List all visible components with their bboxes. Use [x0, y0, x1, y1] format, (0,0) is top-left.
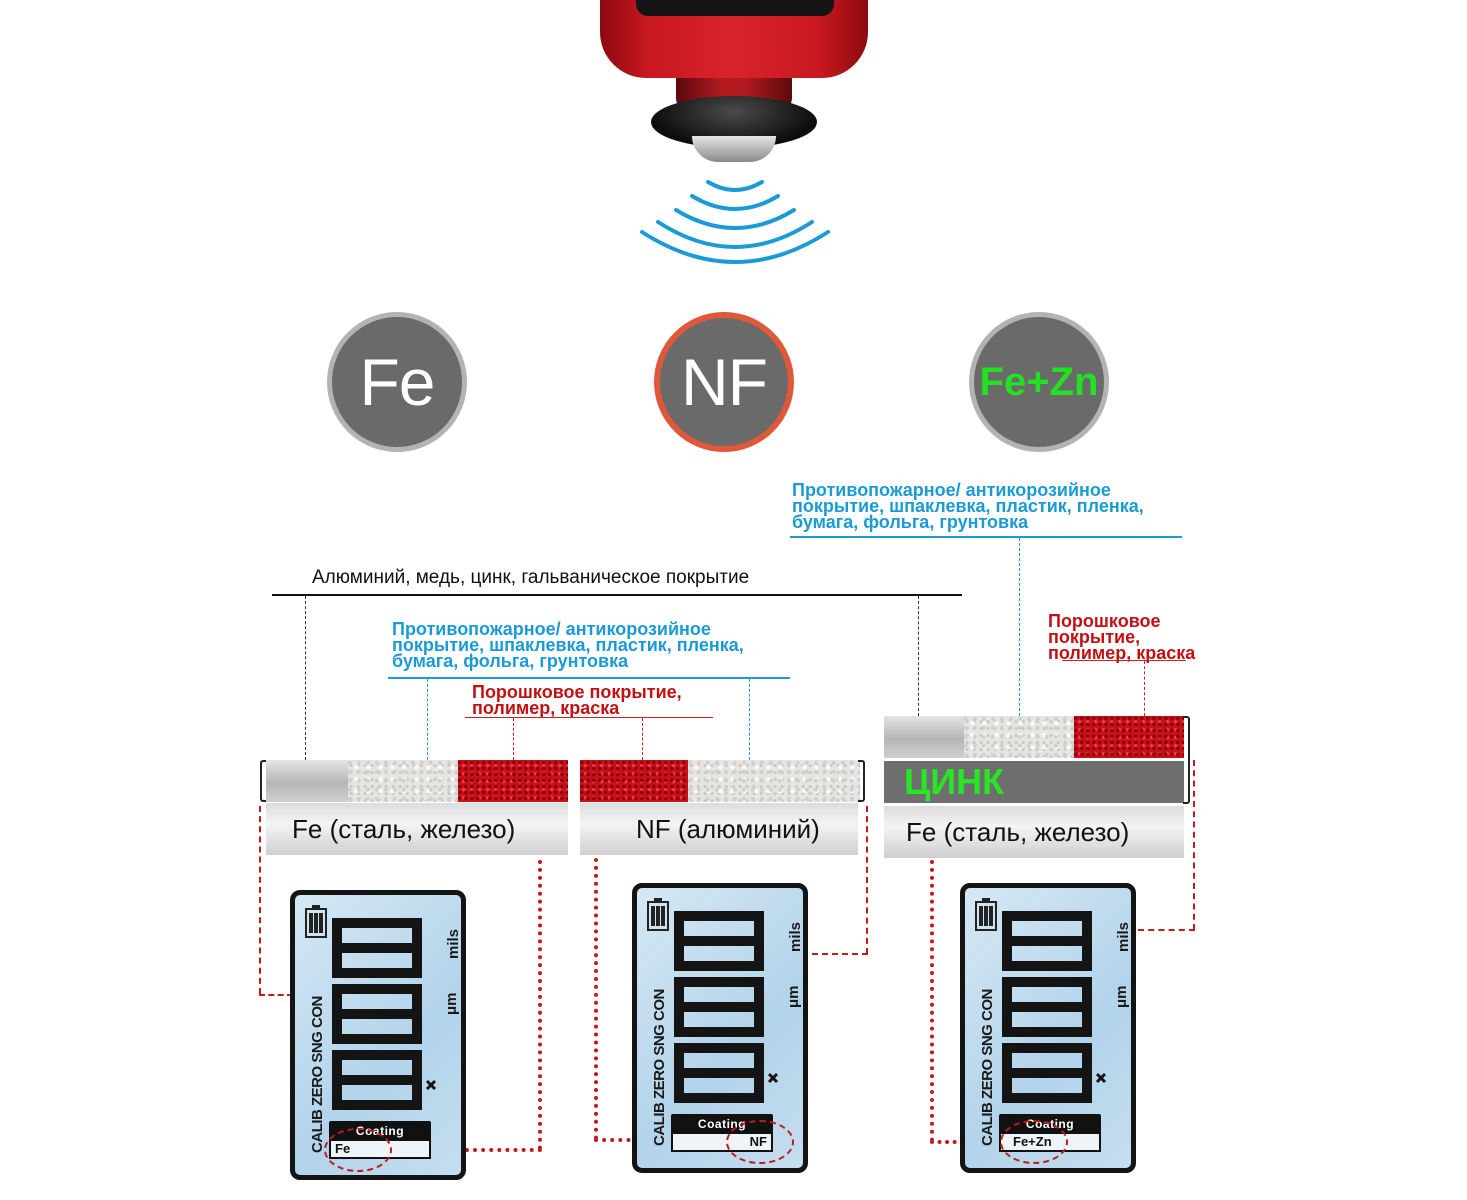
layer-steel	[884, 716, 964, 758]
bracket-line	[465, 717, 713, 718]
badge-fe-zn: Fe+Zn	[969, 312, 1109, 452]
badge-fe: Fe	[327, 312, 467, 452]
note-line: полимер, краска	[472, 698, 620, 718]
powder-coating-note: Порошковое покрытие, полимер, краска	[472, 682, 682, 718]
bracket-line	[1062, 660, 1186, 661]
substrate-label: NF (алюминий)	[636, 813, 820, 844]
connector-line	[259, 994, 293, 996]
nf-substrates-note: Алюминий, медь, цинк, гальваническое пок…	[312, 567, 750, 588]
connector-line	[594, 858, 598, 1140]
lcd-mode-labels: CALIB ZERO SNG CON	[979, 989, 996, 1146]
lcd-mode-labels: CALIB ZERO SNG CON	[651, 989, 668, 1146]
badge-fe-label: Fe	[359, 345, 435, 419]
badge-fe-zn-label: Fe+Zn	[979, 359, 1099, 404]
connector-line	[1193, 760, 1195, 930]
lcd-unit-mils: mils	[1115, 921, 1132, 952]
note-line: Порошковое	[1048, 611, 1161, 631]
leader-line	[427, 679, 428, 760]
connector-line	[538, 860, 542, 1150]
note-line: бумага, фольга, грунтовка	[392, 651, 629, 671]
powder-coating-note-right: Порошковое покрытие, полимер, краска	[1048, 611, 1196, 663]
layer-powder-coating	[1074, 716, 1184, 758]
lcd-panel-nf: CALIB ZERO SNG CON mils μm Coating NF	[632, 883, 808, 1173]
leader-line	[1144, 661, 1145, 716]
note-line: покрытие, шпаклевка, пластик, пленка,	[392, 635, 744, 655]
layer-powder-coating	[580, 760, 688, 802]
connector-line	[812, 953, 868, 955]
leader-line	[305, 596, 306, 760]
note-line: полимер, краска	[1048, 643, 1196, 663]
layer-brace	[858, 760, 865, 802]
connector-line	[930, 860, 934, 1142]
badge-nf: NF	[654, 312, 794, 452]
connector-line	[259, 806, 261, 994]
substrate-fe-left: Fe (сталь, железо)	[266, 803, 568, 855]
layer-soft-coating	[964, 716, 1074, 758]
leader-line	[1019, 538, 1020, 716]
badge-nf-label: NF	[681, 345, 768, 419]
note-line: Порошковое покрытие,	[472, 682, 682, 702]
layer-steel	[266, 760, 348, 802]
soft-coatings-note: Противопожарное/ антикорозийное покрытие…	[392, 619, 744, 671]
layer-soft-coating	[348, 760, 458, 802]
battery-icon	[647, 898, 669, 931]
gauge-screen-edge	[636, 0, 834, 16]
bracket-line	[272, 594, 962, 596]
note-line: бумага, фольга, грунтовка	[792, 512, 1029, 532]
note-line: Алюминий, медь, цинк, гальваническое пок…	[312, 567, 750, 588]
bracket-line	[790, 536, 1182, 538]
connector-line	[1138, 929, 1195, 931]
lcd-unit-mils: mils	[787, 921, 804, 952]
leader-line	[749, 679, 750, 760]
substrate-label: Fe (сталь, железо)	[906, 816, 1130, 847]
battery-icon	[305, 905, 327, 938]
substrate-nf: NF (алюминий)	[580, 803, 858, 855]
leader-line	[642, 718, 643, 760]
lcd-unit-um: μm	[443, 992, 460, 1015]
note-line: Противопожарное/ антикорозийное	[792, 480, 1111, 500]
substrate-fe-right: Fe (сталь, железо)	[884, 806, 1184, 858]
mode-highlight-circle	[324, 1128, 392, 1172]
probe-tip	[692, 136, 776, 162]
layer-soft-coating	[688, 760, 860, 802]
seven-segment-digits	[674, 911, 779, 1103]
seven-segment-digits	[1002, 911, 1107, 1103]
connector-line	[866, 806, 868, 954]
seven-segment-digits	[332, 918, 437, 1110]
note-line: покрытие,	[1048, 627, 1141, 647]
lcd-mode-labels: CALIB ZERO SNG CON	[309, 996, 326, 1153]
lcd-unit-um: μm	[785, 985, 802, 1008]
soft-coatings-note-right: Противопожарное/ антикорозийное покрытие…	[792, 480, 1144, 532]
leader-line	[513, 718, 514, 760]
layer-zinc: ЦИНК	[884, 761, 1184, 803]
mode-highlight-circle	[726, 1120, 794, 1164]
leader-line	[918, 596, 919, 716]
signal-waves-icon	[640, 180, 830, 264]
layer-powder-coating	[458, 760, 568, 802]
layer-brace	[1183, 716, 1190, 804]
lcd-unit-mils: mils	[445, 928, 462, 959]
substrate-label: Fe (сталь, железо)	[292, 813, 516, 844]
mode-highlight-circle	[1000, 1120, 1068, 1164]
zinc-label: ЦИНК	[904, 761, 1005, 802]
bracket-line	[388, 677, 790, 679]
layer-brace	[260, 760, 267, 802]
note-line: Противопожарное/ антикорозийное	[392, 619, 711, 639]
connector-line	[392, 1148, 542, 1152]
battery-icon	[975, 898, 997, 931]
note-line: покрытие, шпаклевка, пластик, пленка,	[792, 496, 1144, 516]
lcd-unit-um: μm	[1113, 985, 1130, 1008]
